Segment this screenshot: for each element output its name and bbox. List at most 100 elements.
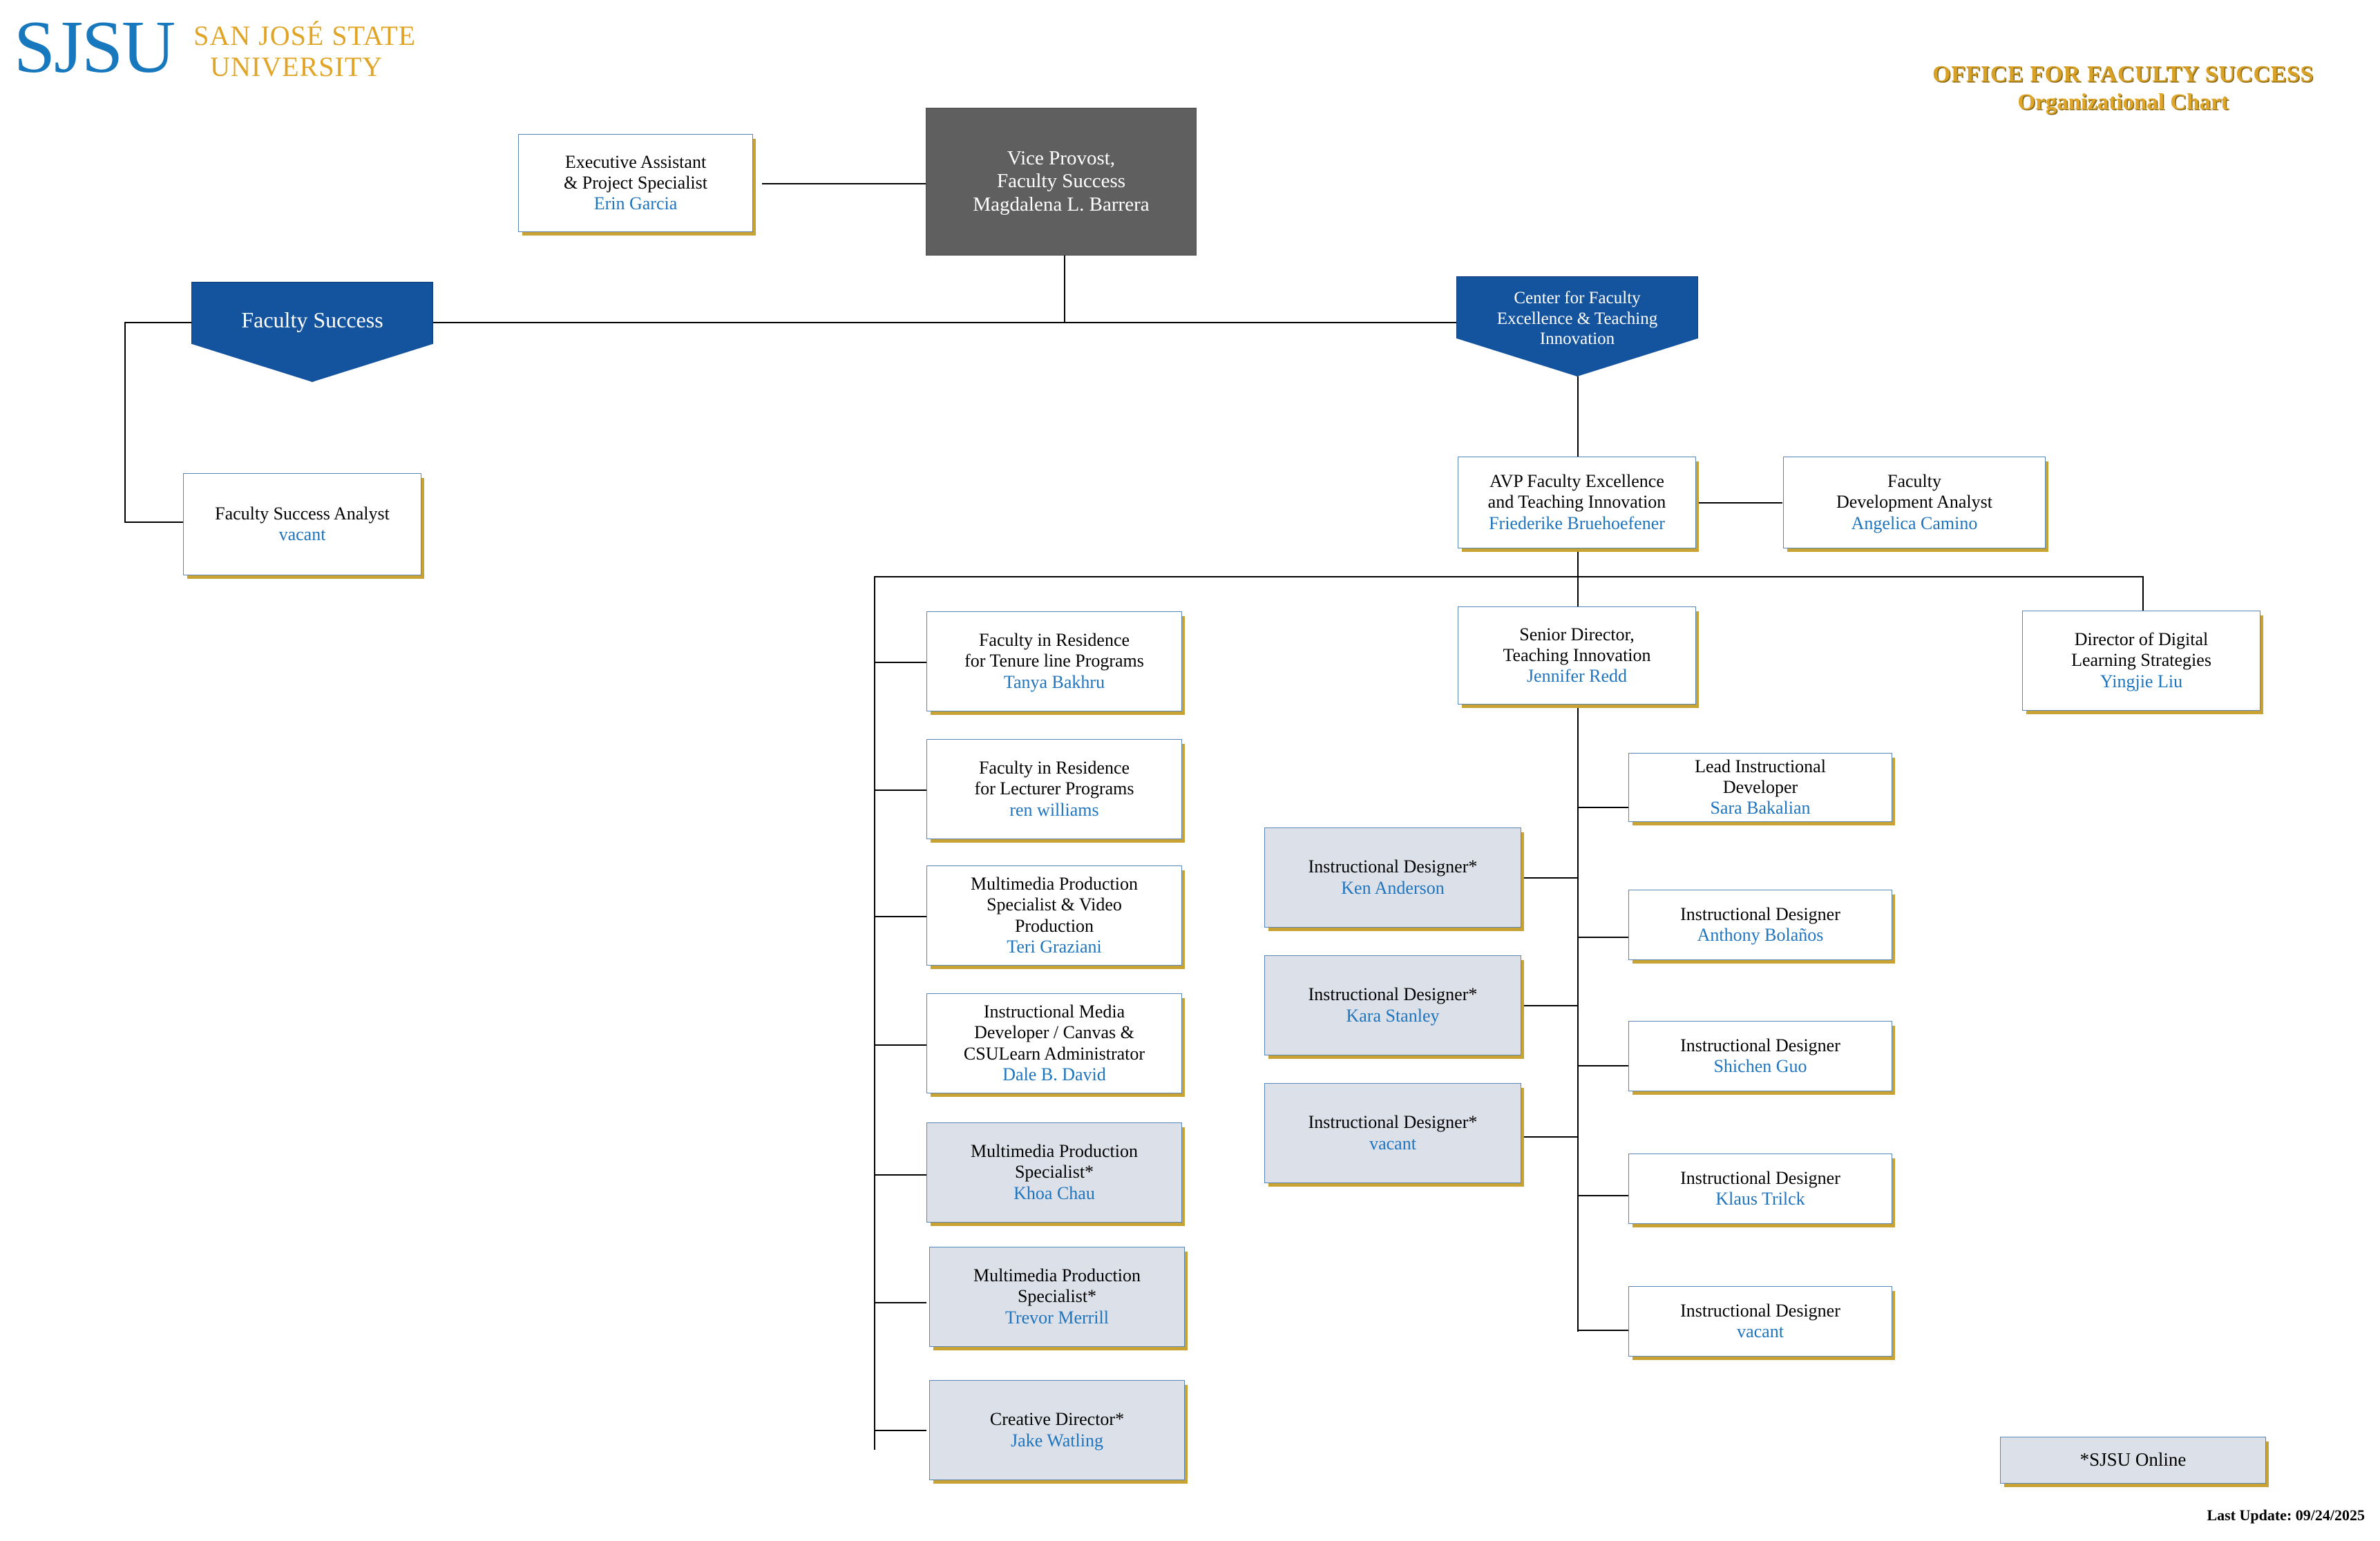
- banner-label-line3: Innovation: [1539, 329, 1615, 348]
- node-creative-director[interactable]: Creative Director* Jake Watling: [929, 1380, 1185, 1480]
- banner-label-line1: Center for Faculty: [1514, 289, 1641, 307]
- node-multimedia-production-video[interactable]: Multimedia Production Specialist & Video…: [926, 865, 1182, 966]
- node-instructional-designer-anthony[interactable]: Instructional Designer Anthony Bolaños: [1628, 890, 1892, 960]
- node-role-line: Faculty in Residence: [978, 630, 1130, 651]
- node-role-line: Instructional Designer: [1680, 903, 1840, 924]
- node-instructional-designer-kara[interactable]: Instructional Designer* Kara Stanley: [1264, 955, 1521, 1055]
- sjsu-logo-line2: UNIVERSITY: [210, 50, 383, 82]
- connector-left-trunk: [124, 322, 126, 522]
- node-person-name: Dale B. David: [1002, 1064, 1106, 1084]
- node-role-line: Instructional Designer: [1680, 1035, 1840, 1055]
- node-person-name: Jennifer Redd: [1526, 666, 1628, 687]
- node-faculty-success-analyst[interactable]: Faculty Success Analyst vacant: [183, 473, 421, 575]
- node-multimedia-production-khoa[interactable]: Multimedia Production Specialist* Khoa C…: [926, 1122, 1182, 1223]
- node-person-name: Friederike Bruehoefener: [1489, 513, 1665, 533]
- banner-center-faculty-excellence[interactable]: Center for Faculty Excellence & Teaching…: [1456, 276, 1698, 376]
- node-role-line: Faculty: [1887, 471, 1941, 492]
- node-person-name: Klaus Trilck: [1715, 1189, 1805, 1209]
- banner-label: Faculty Success: [241, 307, 383, 332]
- node-person-name: Jake Watling: [1011, 1430, 1103, 1451]
- connector-middle-trunk: [1577, 705, 1579, 1332]
- node-lead-instructional-developer[interactable]: Lead Instructional Developer Sara Bakali…: [1628, 753, 1892, 822]
- connector-bus-to-senior-director: [1577, 576, 1579, 606]
- node-role-line: Instructional Designer: [1680, 1167, 1840, 1188]
- node-person-name: vacant: [278, 524, 326, 544]
- node-instructional-designer-shichen[interactable]: Instructional Designer Shichen Guo: [1628, 1021, 1892, 1091]
- connector-mid-right-stub-1: [1577, 807, 1629, 808]
- node-role-line: Instructional Media: [983, 1002, 1125, 1022]
- connector-left-stub-4: [874, 1044, 926, 1046]
- connector-bus-to-director-digital: [2142, 576, 2144, 611]
- node-person-name: Anthony Bolaños: [1697, 925, 1824, 945]
- node-role-line: CSULearn Administrator: [963, 1043, 1145, 1064]
- legend-sjsu-online: *SJSU Online: [2000, 1437, 2266, 1484]
- connector-left-column-trunk: [874, 576, 875, 1450]
- connector-vp-down: [1064, 256, 1065, 323]
- connector-left-stub-2: [874, 789, 926, 791]
- node-vice-provost[interactable]: Vice Provost, Faculty Success Magdalena …: [926, 108, 1197, 256]
- node-director-digital-learning[interactable]: Director of Digital Learning Strategies …: [2022, 611, 2260, 711]
- node-avp-faculty-excellence[interactable]: AVP Faculty Excellence and Teaching Inno…: [1458, 457, 1696, 548]
- connector-mid-right-stub-2: [1577, 937, 1629, 938]
- node-person-name: Erin Garcia: [593, 193, 678, 214]
- node-person-name: Khoa Chau: [1013, 1183, 1095, 1203]
- connector-left-stub-5: [874, 1174, 926, 1176]
- node-faculty-in-residence-tenure[interactable]: Faculty in Residence for Tenure line Pro…: [926, 611, 1182, 711]
- node-person-name: vacant: [1369, 1133, 1416, 1154]
- node-role-line: Production: [1014, 915, 1094, 936]
- node-role-line: Faculty Success: [996, 170, 1126, 193]
- node-instructional-designer-ken[interactable]: Instructional Designer* Ken Anderson: [1264, 827, 1521, 928]
- node-person-name: Ken Anderson: [1341, 877, 1445, 898]
- connector-left-stub-3: [874, 916, 926, 917]
- page-title: OFFICE FOR FACULTY SUCCESS Organizationa…: [1881, 61, 2365, 117]
- connector-mid-left-stub-3: [1520, 1136, 1579, 1138]
- node-role-line: Creative Director*: [989, 1409, 1125, 1430]
- node-role-line: Faculty Success Analyst: [215, 503, 390, 524]
- node-role-line: Specialist*: [1017, 1286, 1097, 1307]
- node-person-name: Shichen Guo: [1713, 1056, 1807, 1076]
- node-role-line: Multimedia Production: [973, 1265, 1141, 1286]
- node-role-line: & Project Specialist: [564, 172, 707, 193]
- sjsu-logo-wordmark: SAN JOSÉ STATE UNIVERSITY: [193, 20, 417, 83]
- last-update-text: Last Update: 09/24/2025: [2207, 1506, 2365, 1524]
- node-role-line: Developer / Canvas &: [974, 1022, 1134, 1043]
- connector-ea-vp: [762, 183, 926, 184]
- sjsu-logo-line1: SAN JOSÉ STATE: [193, 20, 417, 51]
- node-role-line: Vice Provost,: [1007, 146, 1116, 169]
- node-instructional-designer-vacant-star[interactable]: Instructional Designer* vacant: [1264, 1083, 1521, 1183]
- connector-mid-left-stub-2: [1520, 1005, 1579, 1006]
- node-instructional-designer-klaus[interactable]: Instructional Designer Klaus Trilck: [1628, 1154, 1892, 1224]
- node-executive-assistant[interactable]: Executive Assistant & Project Specialist…: [518, 134, 753, 232]
- node-role-line: for Tenure line Programs: [964, 651, 1144, 671]
- node-person-name: Angelica Camino: [1851, 513, 1978, 533]
- connector-left-stub-7: [874, 1430, 926, 1431]
- node-role-line: Teaching Innovation: [1503, 644, 1651, 665]
- node-role-line: and Teaching Innovation: [1487, 492, 1666, 513]
- node-role-line: Specialist*: [1014, 1162, 1094, 1183]
- sjsu-logo: SJSU SAN JOSÉ STATE UNIVERSITY: [14, 10, 417, 85]
- node-instructional-media-developer[interactable]: Instructional Media Developer / Canvas &…: [926, 993, 1182, 1093]
- node-person-name: Kara Stanley: [1346, 1005, 1440, 1026]
- node-faculty-development-analyst[interactable]: Faculty Development Analyst Angelica Cam…: [1783, 457, 2046, 548]
- node-faculty-in-residence-lecturer[interactable]: Faculty in Residence for Lecturer Progra…: [926, 739, 1182, 839]
- node-person-name: Yingjie Liu: [2100, 671, 2183, 691]
- node-role-line: Instructional Designer*: [1308, 984, 1478, 1005]
- connector-left-stub-1: [874, 662, 926, 663]
- node-role-line: Instructional Designer: [1680, 1300, 1840, 1321]
- banner-label-line2: Excellence & Teaching: [1496, 309, 1658, 328]
- node-role-line: Specialist & Video: [987, 894, 1122, 915]
- node-instructional-designer-vacant[interactable]: Instructional Designer vacant: [1628, 1286, 1892, 1357]
- node-person-name: Tanya Bakhru: [1003, 671, 1105, 692]
- banner-label: Center for Faculty Excellence & Teaching…: [1457, 277, 1697, 350]
- banner-faculty-success[interactable]: Faculty Success: [191, 282, 433, 382]
- node-role-line: Developer: [1722, 776, 1798, 797]
- node-role-line: Multimedia Production: [971, 1141, 1138, 1162]
- connector-left-to-analyst: [124, 521, 183, 523]
- node-multimedia-production-trevor[interactable]: Multimedia Production Specialist* Trevor…: [929, 1247, 1185, 1347]
- connector-left-stub-6: [874, 1302, 926, 1303]
- node-senior-director-teaching-innovation[interactable]: Senior Director, Teaching Innovation Jen…: [1458, 606, 1696, 705]
- node-person-name: Sara Bakalian: [1710, 798, 1811, 819]
- connector-mid-left-stub-1: [1520, 877, 1579, 879]
- page-title-main: OFFICE FOR FACULTY SUCCESS: [1932, 61, 2314, 87]
- connector-avp-fda: [1696, 502, 1782, 504]
